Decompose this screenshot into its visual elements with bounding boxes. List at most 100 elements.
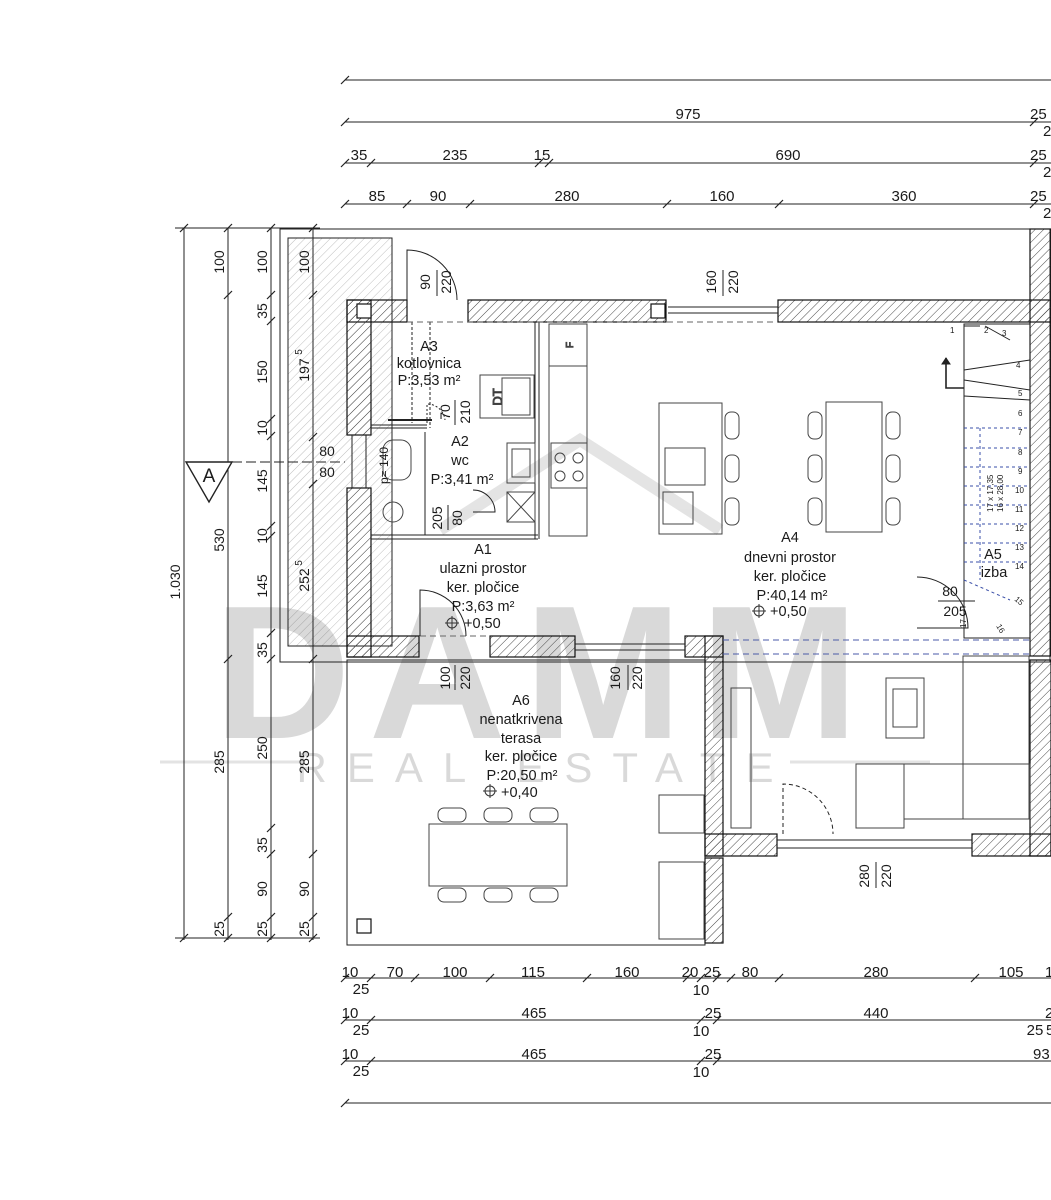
room-a4-area: P:40,14 m² [757, 588, 828, 604]
dim-left-c2-35a: 35 [254, 303, 270, 319]
room-a4-code: A4 [781, 530, 799, 546]
door-70: 70 [437, 404, 453, 420]
dim-left-c2-10a: 10 [254, 420, 270, 436]
room-a6: A6 nenatkrivena terasa ker. pločice P:20… [479, 693, 563, 801]
room-a4-level: +0,50 [770, 604, 807, 620]
dim-bot-r1-10b: 10 [693, 982, 710, 999]
dim-bot-r1-105: 105 [998, 964, 1023, 981]
dim-bot-r2-465: 465 [521, 1005, 546, 1022]
room-a5-code: A5 [984, 547, 1002, 563]
dim-bot-r1-25b: 25 [704, 964, 721, 981]
dim-top-2b: 2 [1043, 164, 1051, 181]
room-a1-area: P:3,63 m² [452, 599, 515, 615]
stair-step-5: 5 [1018, 389, 1023, 398]
stair-step-1: 1 [950, 326, 955, 335]
stair-step-9: 9 [1018, 467, 1023, 476]
dim-bot-r1-280: 280 [863, 964, 888, 981]
room-a3-area: P:3,53 m² [398, 373, 461, 389]
dim-bot-r1-10: 10 [342, 964, 359, 981]
door-220: 220 [438, 270, 454, 294]
dimension-text-bottom: 10 25 70 100 115 160 20 25 10 80 280 105… [342, 964, 1051, 1081]
dim-left-c2-10b: 10 [254, 528, 270, 544]
room-a3-name: kotlovnica [397, 356, 462, 372]
dim-bot-r2-25c: 25 [1027, 1022, 1044, 1039]
section-marker-label: A [203, 466, 216, 487]
room-a1-name: ulazni prostor [439, 561, 526, 577]
dim-top-360: 360 [891, 188, 916, 205]
room-a2-area: P:3,41 m² [431, 472, 494, 488]
dim-left-c2-100: 100 [254, 250, 270, 274]
dim-left-c2-90: 90 [254, 881, 270, 897]
dim-bot-r1-80: 80 [742, 964, 759, 981]
window-220b: 220 [457, 666, 473, 690]
dim-bot-r1-20: 20 [682, 964, 699, 981]
dim-bot-r3-25: 25 [353, 1063, 370, 1080]
room-a1: A1 ulazni prostor ker. pločice P:3,63 m²… [439, 542, 526, 632]
room-a6-name: nenatkrivena [479, 712, 563, 728]
dim-left-c2-150: 150 [254, 360, 270, 384]
dim-left-c1-25: 25 [211, 921, 227, 937]
dim-top-25a: 25 [1030, 106, 1047, 123]
shower-p140: p= 140 [377, 447, 391, 484]
dim-bot-r2-10b: 10 [693, 1023, 710, 1040]
room-a6-code: A6 [512, 693, 530, 709]
dim-bot-r2-25b: 25 [705, 1005, 722, 1022]
stair-step-15: 15 [1013, 595, 1026, 608]
dim-left-c1-285: 285 [211, 750, 227, 774]
boiler-label: DT [490, 388, 505, 405]
window-160b: 160 [607, 666, 623, 690]
stair-step-13: 13 [1015, 543, 1024, 552]
dim-bot-r3-465: 465 [521, 1046, 546, 1063]
stair-spec-1: 17 x 17,35 [986, 474, 995, 512]
watermark: DAMM REAL ESTATE [160, 432, 930, 791]
dim-left-c2-35b: 35 [254, 642, 270, 658]
room-a2: A2 wc P:3,41 m² [431, 434, 494, 488]
window-220c: 220 [629, 666, 645, 690]
stair-numbers: 1 2 3 4 5 6 7 8 9 10 11 12 13 14 15 16 1… [950, 326, 1026, 635]
room-a3-code: A3 [420, 339, 438, 355]
furniture: DT F p= 140 [377, 323, 1031, 940]
room-a6-name2: terasa [501, 731, 542, 747]
room-a6-level: +0,40 [501, 785, 538, 801]
dim-bot-r2-440: 440 [863, 1005, 888, 1022]
dim-top-690: 690 [775, 147, 800, 164]
dim-bot-r3-25b: 25 [705, 1046, 722, 1063]
dim-bot-r1-1: 1 [1045, 964, 1051, 981]
dim-top-2a: 2 [1043, 123, 1051, 140]
dim-left-c2-35c: 35 [254, 837, 270, 853]
level-icon [483, 784, 497, 798]
dim-top-15: 15 [534, 147, 551, 164]
stair-step-7: 7 [1018, 428, 1023, 437]
dim-bot-r2-10: 10 [342, 1005, 359, 1022]
dim-top-85: 85 [369, 188, 386, 205]
window-100: 100 [437, 666, 453, 690]
stair-step-3: 3 [1002, 329, 1007, 338]
door-90: 90 [417, 274, 433, 290]
window-220: 220 [725, 270, 741, 294]
dim-left-c2-250: 250 [254, 736, 270, 760]
dim-bot-r1-25: 25 [353, 981, 370, 998]
dim-bot-r3-10b: 10 [693, 1064, 710, 1081]
room-a2-name: wc [450, 453, 469, 469]
dim-bot-r1-115: 115 [521, 964, 545, 981]
stair-step-2: 2 [984, 326, 989, 335]
room-a1-finish: ker. pločice [447, 580, 520, 596]
dim-bot-r2-2: 2 [1045, 1005, 1051, 1022]
room-a4-finish: ker. pločice [754, 569, 827, 585]
stair-step-4: 4 [1016, 361, 1021, 370]
door-205: 205 [429, 506, 445, 530]
watermark-tagline: REAL ESTATE [297, 744, 794, 791]
dim-top-280: 280 [554, 188, 579, 205]
dim-top-90: 90 [430, 188, 447, 205]
dim-top-975: 975 [675, 106, 700, 123]
room-a1-level: +0,50 [464, 616, 501, 632]
walls [346, 228, 1051, 944]
partitions [351, 249, 1030, 849]
dim-left-c2-145b: 145 [254, 574, 270, 598]
level-icon [445, 616, 459, 630]
door-80: 80 [449, 510, 465, 526]
door-80b: 80 [942, 583, 958, 599]
room-a5: A5 izba [981, 547, 1009, 581]
dim-top-35: 35 [351, 147, 368, 164]
